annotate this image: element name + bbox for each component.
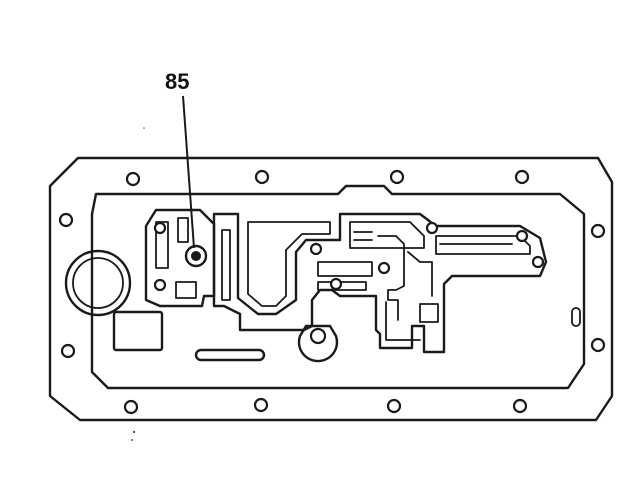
bolt-hole <box>58 212 74 228</box>
bolt-hole <box>123 399 139 415</box>
bolt-hole <box>253 397 269 413</box>
bolt-hole <box>590 337 606 353</box>
edge-slot <box>571 307 581 327</box>
callout-label-85: 85 <box>165 69 189 94</box>
passage-holes <box>309 221 545 291</box>
part-85-check-ball <box>184 244 208 268</box>
lower-bore <box>297 324 339 363</box>
scan-specks <box>131 127 145 441</box>
callout-leader-line <box>182 95 195 249</box>
bolt-hole <box>125 171 141 187</box>
gasket-outer-outline <box>48 156 614 422</box>
bolt-hole <box>389 169 405 185</box>
bolt-hole <box>60 343 76 359</box>
bottom-slot <box>194 348 266 362</box>
square-pad <box>112 310 164 352</box>
bolt-hole <box>386 398 402 414</box>
bolt-hole <box>512 398 528 414</box>
gasket-inner-outline <box>90 184 586 390</box>
bolt-holes <box>58 169 606 415</box>
accumulator-bore <box>64 249 132 317</box>
bolt-hole <box>514 169 530 185</box>
central-passage-network <box>212 212 548 354</box>
bolt-hole <box>254 169 270 185</box>
bolt-hole <box>590 223 606 239</box>
left-passage-cluster <box>144 208 216 308</box>
